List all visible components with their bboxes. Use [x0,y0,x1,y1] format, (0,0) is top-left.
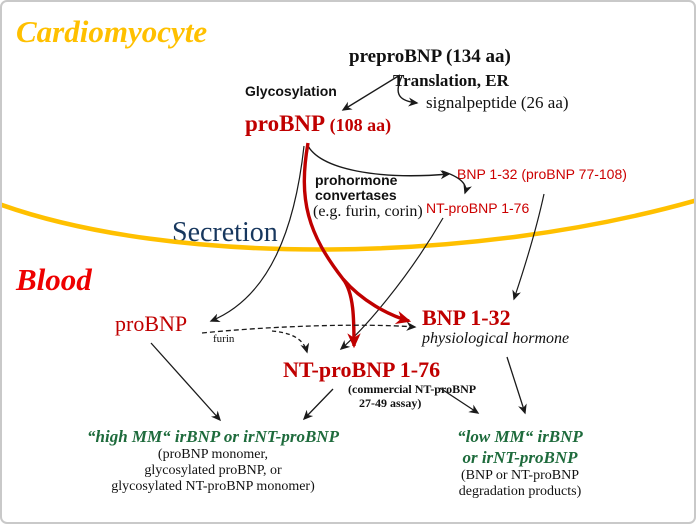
bnp-blood-label: BNP 1-32 [422,305,511,330]
low-mm-group: “low MM“ irBNP or irNT-proBNP (BNP or NT… [439,426,601,500]
nt-fragment-label: NT-proBNP 1-76 [426,200,530,216]
ntprobnp-blood-label: NT-proBNP 1-76 [283,357,441,382]
probnp-cell-name: proBNP [245,111,324,136]
high-mm-line2: glycosylated proBNP, or [144,463,282,478]
convertases-eg-label: (e.g. furin, corin) [313,203,423,220]
physiological-hormone-label: physiological hormone [422,330,570,347]
secretion-label: Secretion [172,217,278,248]
high-mm-line3: glycosylated NT-proBNP monomer) [111,479,315,494]
arrow-dashed-probnp-to-bnp [201,321,417,334]
convertases-line1: prohormone [315,172,398,188]
arrow-ntprobnp-to-high-mm [302,388,334,421]
blood-region-label: Blood [16,262,92,297]
translation-er-label: Translation, ER [393,71,509,90]
glycosylation-label: Glycosylation [245,83,337,99]
high-mm-title: “high MM“ irBNP or irNT-proBNP [87,427,339,446]
low-mm-line1: (BNP or NT-proBNP [461,468,579,483]
high-mm-group: “high MM“ irBNP or irNT-proBNP (proBNP m… [63,426,363,495]
preprobnp-label: preproBNP (134 aa) [349,46,511,67]
arrow-preprobnp-to-probnp [341,74,401,111]
signalpeptide-label: signalpeptide (26 aa) [426,93,569,112]
high-mm-line1: (proBNP monomer, [157,447,269,462]
probnp-blood-label: proBNP [115,311,188,336]
arrow-red-probnp-to-bnp [341,277,412,324]
probnp-cell-aa: (108 aa) [329,115,392,135]
convertases-line2: convertases [315,187,397,203]
low-mm-title-line1: “low MM“ irBNP [457,427,583,446]
commercial-assay-line2: 27-49 assay) [359,396,422,410]
furin-enzyme-label: furin [213,333,235,345]
arrow-dashed-probnp-to-ntprobnp [271,330,310,354]
commercial-assay-line1: (commercial NT-proBNP [348,382,477,396]
prohormone-convertases-label: prohormone convertases [315,173,397,203]
low-mm-title-line2: or irNT-proBNP [462,448,578,467]
cardiomyocyte-region-label: Cardiomyocyte [16,14,208,49]
arrow-probnp-to-high-mm [150,342,222,422]
arrow-probnp-to-bnp-fragment [306,143,451,180]
low-mm-line2: degradation products) [458,484,582,499]
arrow-bnp-to-low-mm [506,356,527,415]
bnp-fragment-label: BNP 1-32 (proBNP 77-108) [457,166,627,182]
probnp-cell-label: proBNP (108 aa) [245,111,391,137]
